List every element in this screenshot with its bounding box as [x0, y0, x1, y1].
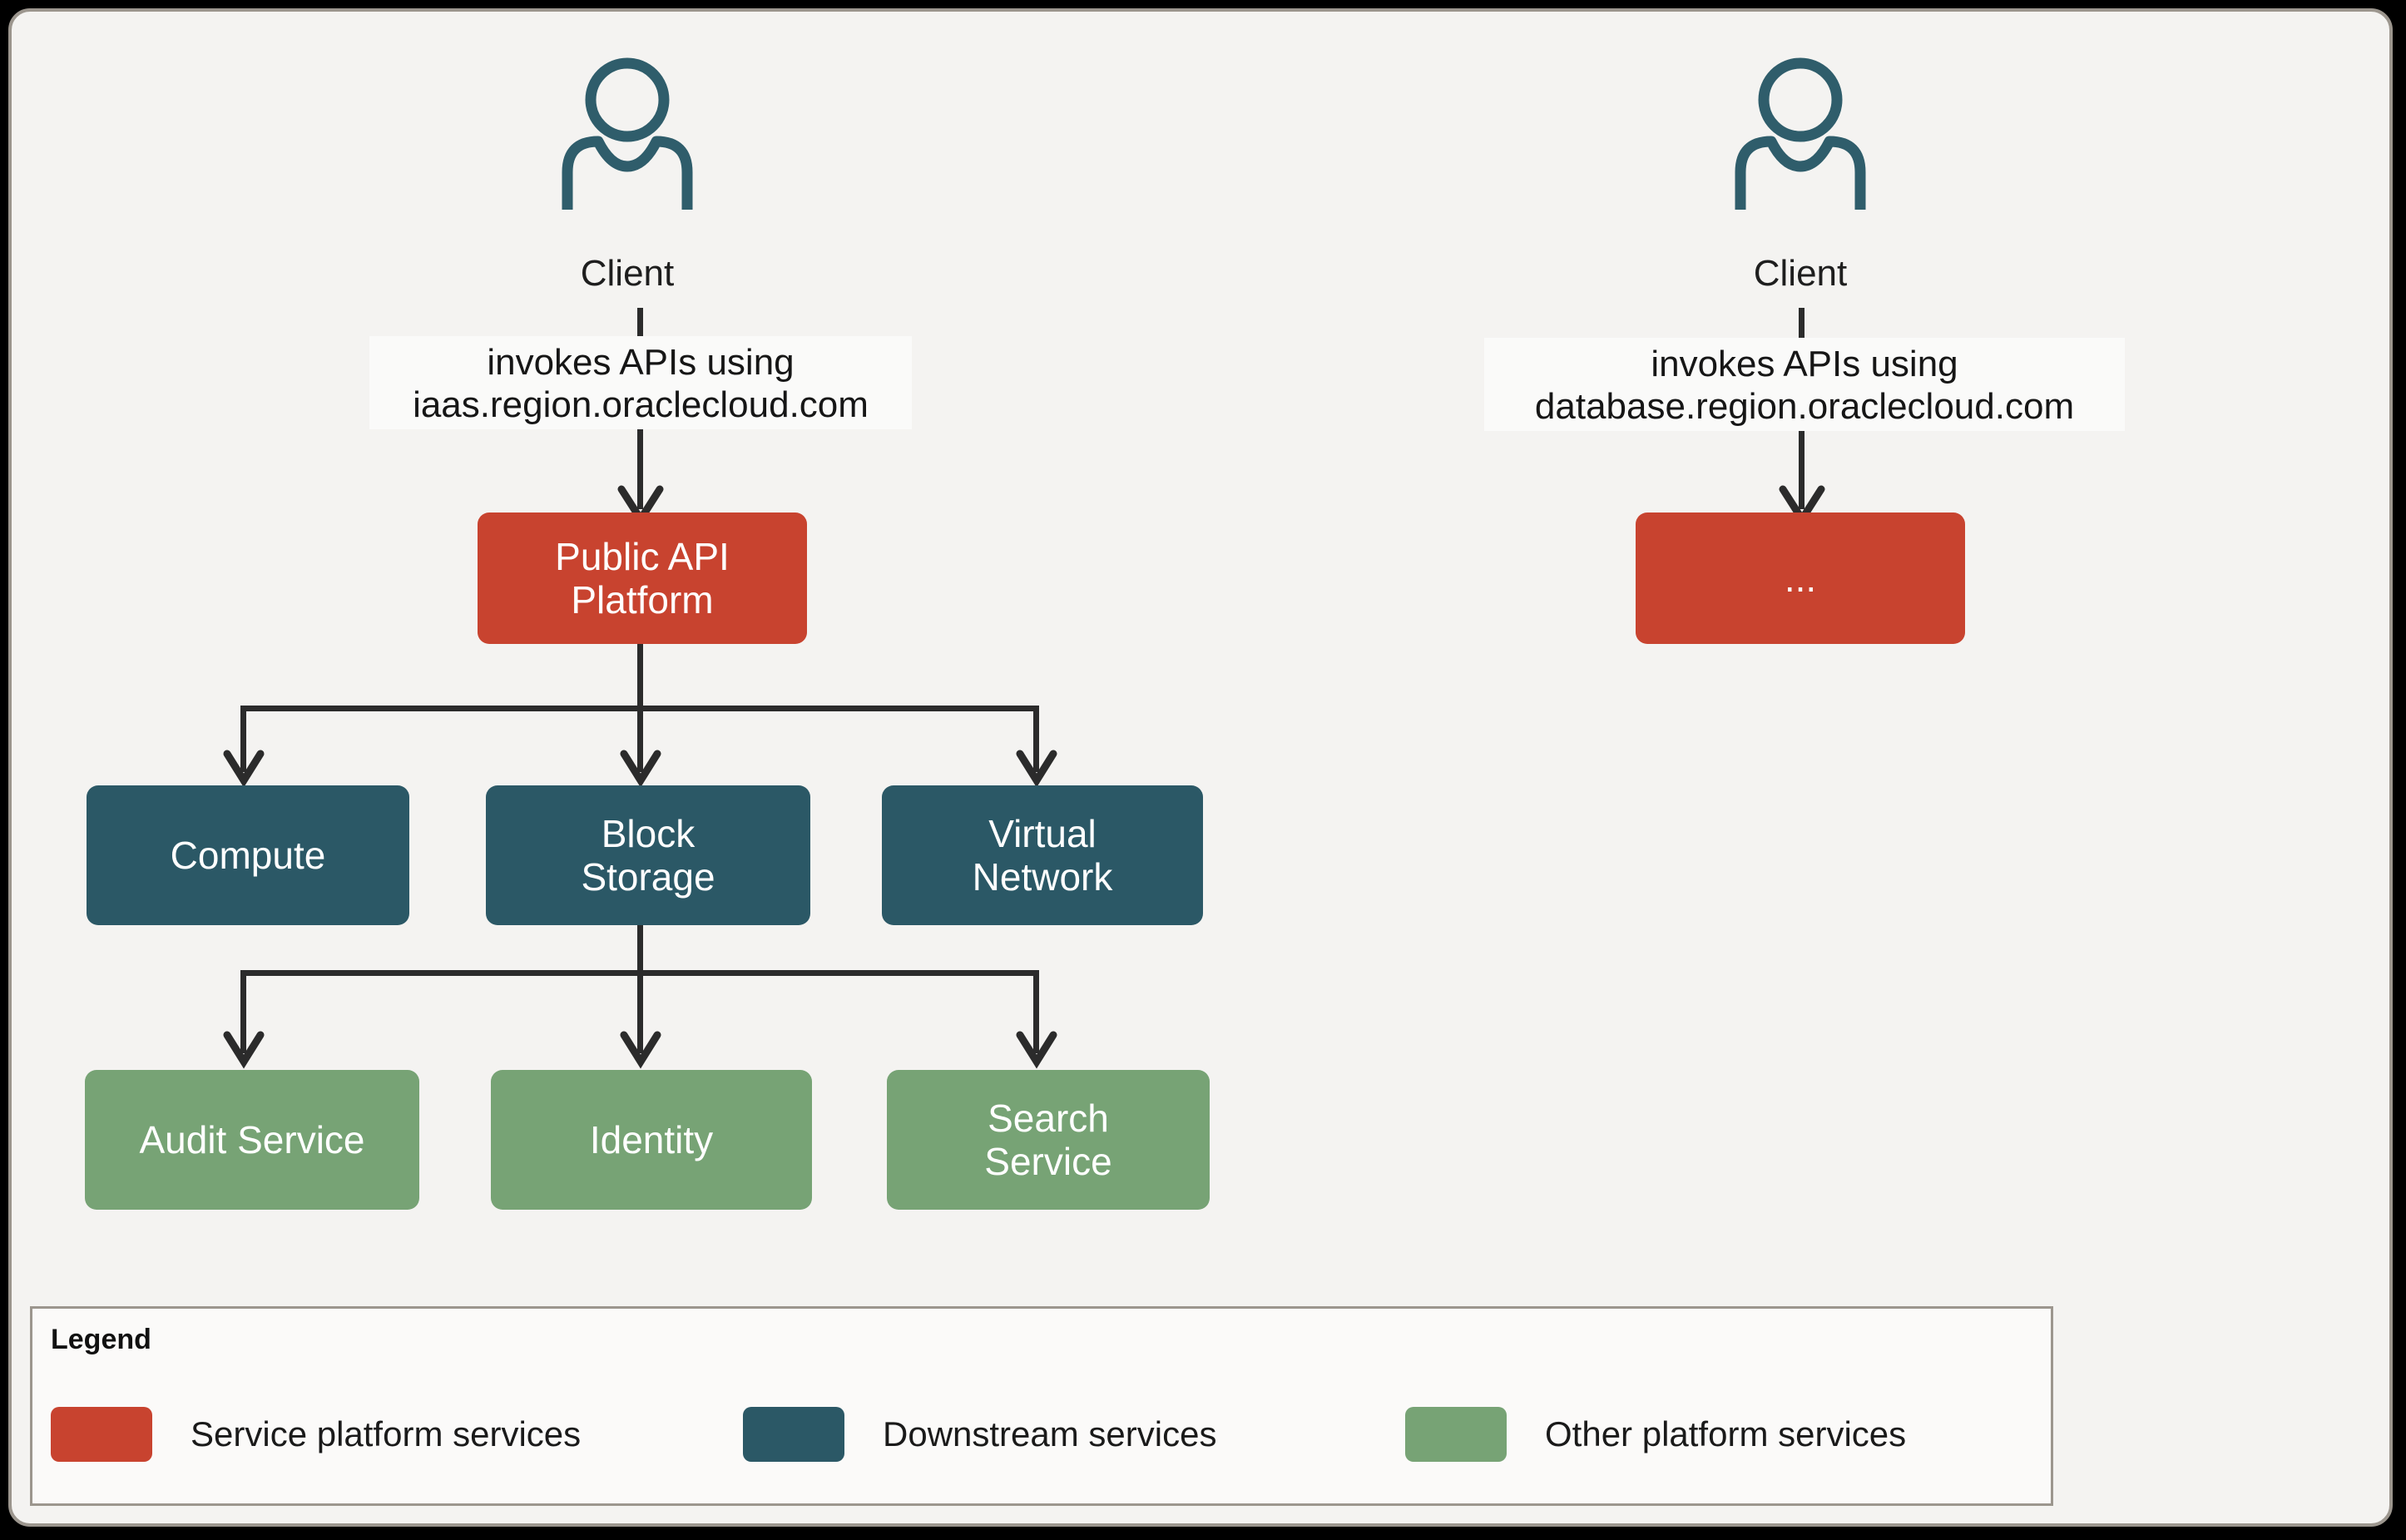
person-icon-svg [562, 57, 693, 210]
edge-label-left-line2: iaas.region.oraclecloud.com [413, 384, 869, 426]
actor-label-client-right: Client [1753, 253, 1848, 294]
fanout2-riser-right [1033, 970, 1039, 1053]
arrowhead-to-virtual-network [1016, 750, 1057, 788]
node-ellipsis[interactable]: ... [1636, 513, 1965, 644]
node-public-api-platform[interactable]: Public API Platform [478, 513, 807, 644]
legend-swatch-red [51, 1407, 152, 1462]
node-block-storage[interactable]: Block Storage [486, 785, 810, 925]
fanout1-drop [637, 644, 643, 711]
node-block-storage-line2: Storage [581, 855, 715, 899]
legend-swatch-teal [743, 1407, 844, 1462]
edge-label-right-line2: database.region.oraclecloud.com [1534, 386, 2075, 428]
person-icon-svg [1735, 57, 1866, 210]
arrowhead-to-identity [620, 1031, 661, 1069]
node-search-service-line1: Search [988, 1096, 1109, 1140]
person-icon [552, 52, 702, 210]
node-search-service-line2: Service [984, 1140, 1112, 1183]
node-audit-service-line1: Audit Service [139, 1117, 365, 1161]
node-identity[interactable]: Identity [491, 1070, 812, 1210]
edge-label-right: invokes APIs using database.region.oracl… [1484, 338, 2125, 431]
node-public-api-platform-line1: Public API [555, 534, 730, 578]
fanout2-riser-center [637, 970, 643, 1053]
node-block-storage-line1: Block [601, 811, 696, 855]
node-ellipsis-label: ... [1784, 556, 1817, 600]
edge-label-right-line1: invokes APIs using [1651, 344, 1958, 384]
node-virtual-network-line2: Network [972, 855, 1113, 899]
person-icon [1725, 52, 1875, 210]
node-public-api-platform-line2: Platform [571, 578, 714, 621]
node-identity-line1: Identity [589, 1117, 714, 1161]
node-compute-line1: Compute [170, 833, 326, 877]
arrowhead-to-compute [223, 750, 265, 788]
node-audit-service[interactable]: Audit Service [85, 1070, 419, 1210]
fanout1-riser-left [240, 706, 246, 772]
fanout2-drop [637, 925, 643, 975]
edge-label-left: invokes APIs using iaas.region.oracleclo… [369, 336, 912, 429]
node-search-service[interactable]: Search Service [887, 1070, 1210, 1210]
legend-label-downstream: Downstream services [883, 1414, 1217, 1453]
legend-swatch-green [1405, 1407, 1507, 1462]
fanout1-riser-right [1033, 706, 1039, 772]
connector-right-to-ellipsis [1799, 431, 1804, 509]
arrowhead-to-audit-service [223, 1031, 265, 1069]
connector-stub-left [637, 308, 643, 348]
legend-title: Legend [51, 1324, 151, 1355]
legend-panel: Legend Service platform services Downstr… [30, 1306, 2053, 1506]
node-compute[interactable]: Compute [87, 785, 409, 925]
diagram-canvas: Client invokes APIs using iaas.region.or… [8, 8, 2393, 1527]
connector-left-to-api [637, 429, 643, 509]
fanout2-riser-left [240, 970, 246, 1053]
arrowhead-to-search-service [1016, 1031, 1057, 1069]
actor-label-client-left: Client [580, 253, 675, 294]
fanout1-riser-center [637, 706, 643, 772]
legend-item-downstream: Downstream services [698, 1309, 1330, 1508]
node-virtual-network[interactable]: Virtual Network [882, 785, 1203, 925]
legend-item-other-platform: Other platform services [1330, 1309, 2056, 1508]
legend-label-other-platform: Other platform services [1545, 1414, 1907, 1453]
legend-item-service-platform: Service platform services [32, 1309, 698, 1508]
connector-stub-right [1799, 308, 1804, 348]
node-virtual-network-line1: Virtual [988, 811, 1097, 855]
edge-label-left-line1: invokes APIs using [487, 342, 795, 383]
legend-label-service-platform: Service platform services [191, 1414, 582, 1453]
arrowhead-to-block-storage [620, 750, 661, 788]
